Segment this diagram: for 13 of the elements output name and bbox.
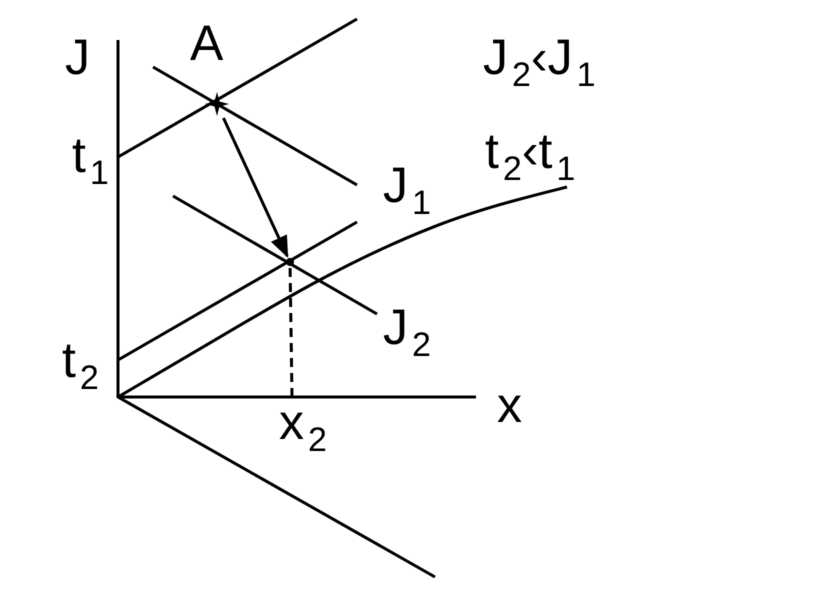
axis-label: x$_{2}$ <box>279 397 327 457</box>
axis-label: J$_{2}$ <box>383 302 431 362</box>
axis-label: J <box>65 32 90 82</box>
axis-label: t$_{2}$‹t$_{1}$ <box>485 126 576 186</box>
arrow <box>222 117 289 258</box>
dashed-line <box>288 268 294 398</box>
axis-label: t$_{2}$ <box>62 335 99 395</box>
point-label: A <box>190 18 224 68</box>
intersection-point <box>286 258 294 266</box>
axis-label: x <box>497 380 522 430</box>
axis-label: t$_{1}$ <box>72 130 109 190</box>
axis-label: J$_{1}$ <box>383 160 431 220</box>
axis-label: J$_{2}$‹J$_{1}$ <box>483 32 596 92</box>
